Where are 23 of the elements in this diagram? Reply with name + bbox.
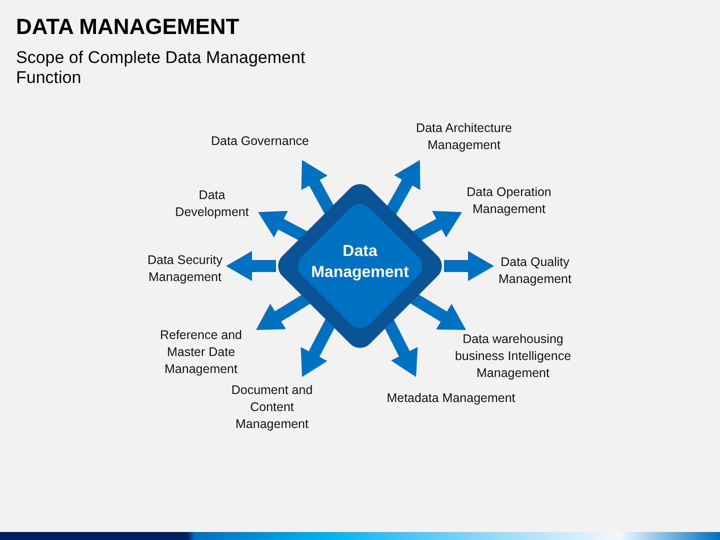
arrow	[301, 160, 336, 215]
arrow	[444, 251, 494, 281]
subtitle: Scope of Complete Data Management Function	[16, 48, 306, 89]
arrow	[226, 251, 276, 281]
branch-label: Data warehousing business Intelligence Management	[448, 331, 578, 382]
branch-label: Data Development	[162, 187, 262, 221]
branch-label: Document and Content Management	[222, 382, 322, 433]
arrow	[412, 210, 462, 242]
branch-label: Data Governance	[200, 133, 320, 150]
arrow	[256, 292, 312, 330]
branch-label: Data Security Management	[144, 252, 226, 286]
arrow	[258, 210, 308, 242]
title: DATA MANAGEMENT	[16, 14, 240, 40]
node-label: Data Management	[310, 242, 410, 283]
branch-label: Data Quality Management	[494, 254, 576, 288]
branch-label: Metadata Management	[376, 390, 526, 407]
branch-label: Data Architecture Management	[404, 120, 524, 154]
branch-label: Reference and Master Date Management	[152, 327, 250, 378]
arrow	[409, 292, 466, 330]
arrow	[300, 318, 337, 378]
arrow	[385, 160, 420, 216]
arrow	[382, 319, 418, 377]
branch-label: Data Operation Management	[460, 184, 558, 218]
